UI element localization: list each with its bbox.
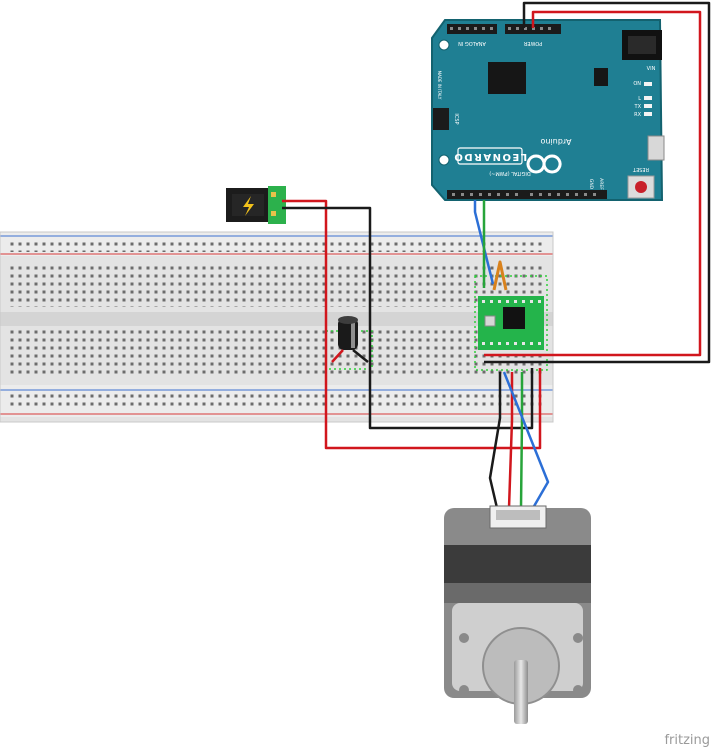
status-led-tx bbox=[644, 104, 652, 108]
wire-red-vmot bbox=[282, 199, 542, 450]
status-led-rx bbox=[644, 112, 652, 116]
dc-power-jack-module bbox=[226, 186, 286, 224]
lightning-icon bbox=[243, 196, 254, 216]
wire-blue-coil bbox=[502, 371, 550, 509]
wire-orange-jumper bbox=[492, 260, 508, 291]
capacitor-lead-right bbox=[352, 349, 369, 363]
motor-shaft bbox=[514, 660, 528, 724]
status-led-l bbox=[644, 96, 652, 100]
digital-header bbox=[447, 190, 607, 199]
icsp-header bbox=[433, 108, 449, 130]
digital-label: DIGITAL (PWM~) bbox=[489, 170, 531, 176]
bottom-power-rail-holes bbox=[8, 394, 544, 408]
power-label: POWER bbox=[523, 40, 542, 46]
vin-label: VIN bbox=[647, 66, 656, 72]
analog-in-label: ANALOG IN bbox=[458, 40, 486, 46]
arduino-brand-label: Arduino bbox=[540, 137, 571, 146]
lower-terminal-holes bbox=[8, 330, 544, 375]
voltage-regulator bbox=[594, 68, 608, 86]
gnd-label: GND bbox=[588, 179, 594, 190]
wire-black-coil bbox=[488, 372, 502, 509]
wire-red-5v bbox=[484, 10, 702, 357]
arduino-logo bbox=[526, 154, 562, 174]
capacitor-lead-left bbox=[331, 349, 344, 363]
leonardo-label: LEONARDO bbox=[453, 151, 527, 162]
upper-terminal-holes bbox=[8, 262, 544, 307]
led-l-label: L bbox=[638, 96, 641, 102]
reset-label: RESET bbox=[632, 166, 649, 172]
tx-label: TX bbox=[634, 104, 642, 110]
stepper-driver-module bbox=[478, 296, 544, 350]
icsp-label: ICSP bbox=[453, 113, 459, 124]
analog-header bbox=[447, 24, 497, 34]
breadboard bbox=[0, 231, 554, 423]
rx-label: RX bbox=[634, 112, 641, 118]
fritzing-watermark: fritzing bbox=[664, 733, 710, 748]
wire-black-gnd bbox=[484, 1, 711, 364]
on-label: ON bbox=[633, 81, 641, 87]
aref-label: AREF bbox=[598, 178, 604, 190]
connected-hole-highlights bbox=[325, 275, 548, 371]
status-led-on bbox=[644, 82, 652, 86]
wire-blue-step bbox=[473, 200, 495, 285]
top-power-rail-holes bbox=[8, 239, 544, 252]
stepper-motor bbox=[444, 505, 591, 724]
wire-green-coil bbox=[519, 372, 524, 509]
wire-black-vmot-gnd bbox=[282, 206, 534, 430]
microcontroller-chip bbox=[488, 62, 526, 94]
made-in-italy-label: MADE IN ITALY bbox=[437, 71, 442, 100]
electrolytic-capacitor bbox=[338, 316, 358, 350]
arduino-leonardo-board: LEONARDO Arduino ANALOG IN POWER DIGITAL… bbox=[431, 19, 665, 201]
wires bbox=[282, 1, 711, 509]
wire-red-coil bbox=[507, 372, 514, 509]
micro-usb-connector bbox=[647, 135, 665, 161]
